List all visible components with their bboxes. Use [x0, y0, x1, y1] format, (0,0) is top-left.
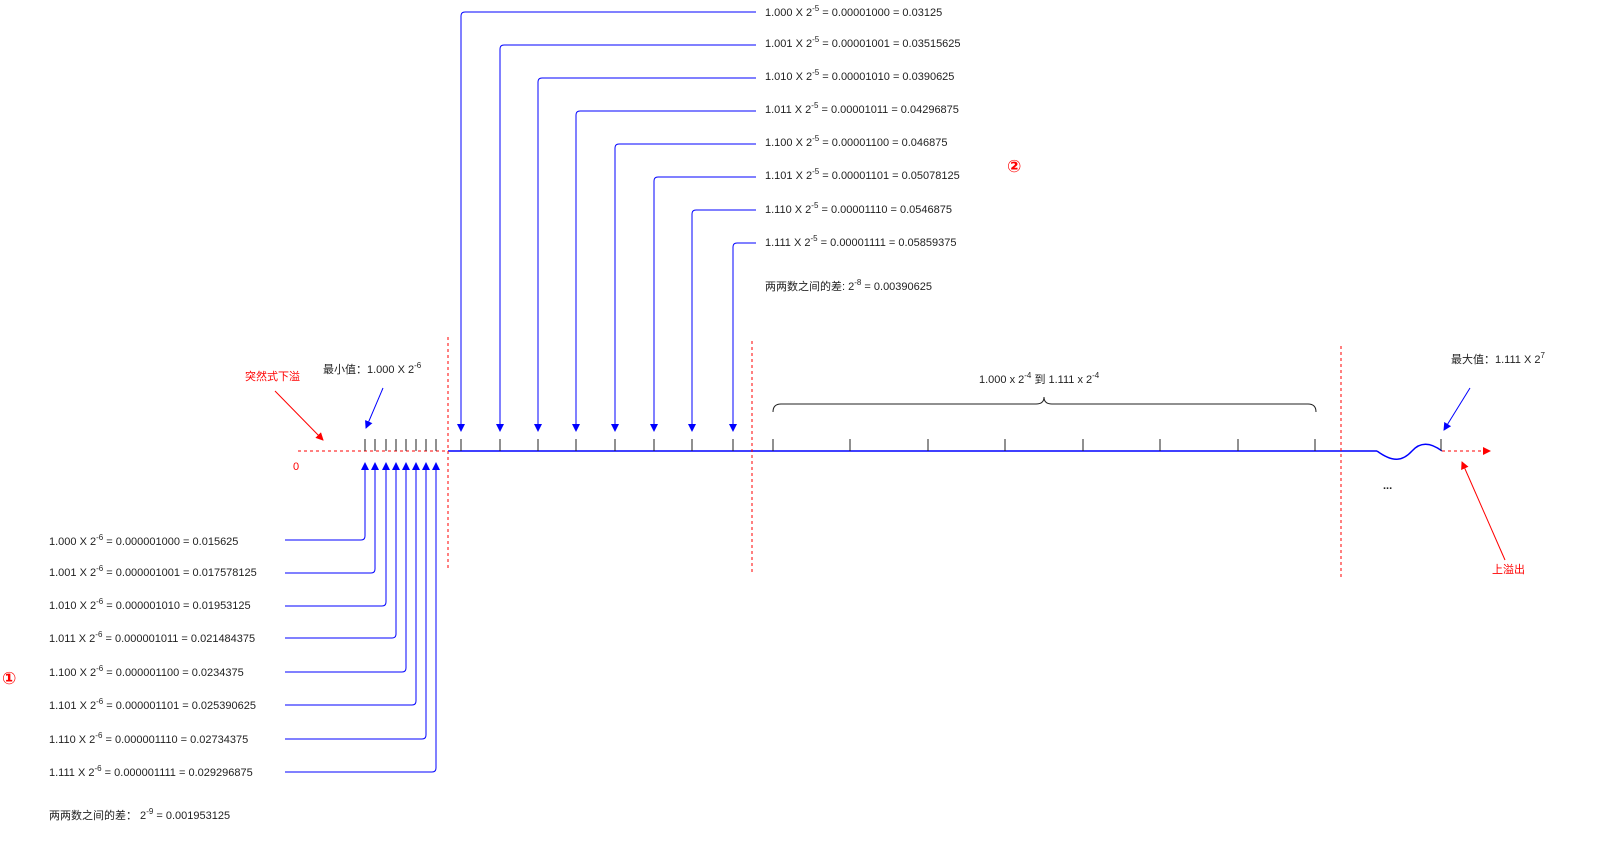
group1-entry: 1.110 X 2-6 = 0.000001110 = 0.02734375 [49, 731, 248, 746]
connector [285, 462, 400, 639]
group2-entry: 1.010 X 2-5 = 0.00001010 = 0.0390625 [765, 68, 954, 83]
group2-entry: 1.001 X 2-5 = 0.00001001 = 0.03515625 [765, 35, 961, 50]
connector [650, 176, 756, 432]
group1-entry: 1.000 X 2-6 = 0.000001000 = 0.015625 [49, 533, 238, 548]
overflow-label: 上溢出 [1492, 562, 1525, 576]
overflow-pointer-arrow [1461, 461, 1506, 561]
group2-entry: 1.101 X 2-5 = 0.00001101 = 0.05078125 [765, 167, 960, 182]
group2-entry: 1.110 X 2-5 = 0.00001110 = 0.0546875 [765, 201, 952, 216]
max-value-label: 最大值：1.111 X 27 [1451, 351, 1545, 366]
range-text-a: 1.000 x 2 [979, 374, 1024, 386]
group1-connectors [285, 462, 440, 773]
zero-label: 0 [293, 461, 299, 473]
group1-entry: 1.010 X 2-6 = 0.000001010 = 0.01953125 [49, 597, 251, 612]
max-value-exponent: 7 [1540, 351, 1545, 360]
group1-labels: 1.000 X 2-6 = 0.000001000 = 0.015625 1.0… [49, 533, 257, 822]
connector [285, 462, 440, 773]
range-text-mid: 到 1.111 x 2 [1031, 373, 1092, 386]
ticks-group-1 [364, 439, 437, 451]
group2-entry: 1.000 X 2-5 = 0.00001000 = 0.03125 [765, 4, 942, 19]
group1-entry: 1.011 X 2-6 = 0.000001011 = 0.021484375 [49, 630, 255, 645]
connector [285, 462, 430, 740]
group1-diff: 两两数之间的差： 2-9 = 0.001953125 [49, 807, 230, 822]
min-value-label: 最小值：1.000 X 2-6 [323, 361, 422, 376]
group1-entry: 1.100 X 2-6 = 0.000001100 = 0.0234375 [49, 664, 244, 679]
connector [534, 77, 756, 432]
group2-labels: 1.000 X 2-5 = 0.00001000 = 0.03125 1.001… [765, 4, 961, 293]
connector [496, 44, 756, 432]
connector [729, 242, 756, 432]
underflow-label: 突然式下溢 [245, 369, 300, 383]
underflow-pointer-arrow [274, 390, 324, 441]
ticks-group-2 [460, 439, 734, 451]
group2-entry: 1.111 X 2-5 = 0.00001111 = 0.05859375 [765, 234, 956, 249]
connector [457, 11, 756, 432]
connector [285, 462, 410, 673]
group1-entry: 1.101 X 2-6 = 0.000001101 = 0.025390625 [49, 697, 256, 712]
group1-entry: 1.001 X 2-6 = 0.000001001 = 0.017578125 [49, 564, 257, 579]
group2-entry: 1.100 X 2-5 = 0.00001100 = 0.046875 [765, 134, 948, 149]
marker-1-label: ① [2, 669, 16, 688]
connector [572, 110, 756, 432]
range-exponent-a: -4 [1024, 371, 1032, 380]
ellipsis-label: ... [1383, 480, 1392, 492]
range-curly-brace [772, 396, 1317, 413]
connector [285, 462, 390, 607]
group1-entry: 1.111 X 2-6 = 0.000001111 = 0.029296875 [49, 764, 253, 779]
connector [285, 462, 420, 706]
ticks-group-3 [772, 439, 1442, 451]
range-label: 1.000 x 2-4 到 1.111 x 2-4 [979, 371, 1100, 386]
min-value-text: 最小值：1.000 X 2 [323, 363, 414, 376]
group2-entry: 1.011 X 2-5 = 0.00001011 = 0.04296875 [765, 101, 959, 116]
min-value-exponent: -6 [414, 361, 422, 370]
connector [285, 462, 379, 574]
max-value-text: 最大值：1.111 X 2 [1451, 352, 1540, 366]
marker-2-label: ② [1007, 157, 1021, 176]
min-value-pointer-arrow [365, 387, 384, 429]
axis-break-wave [1376, 443, 1443, 460]
range-exponent-b: -4 [1092, 371, 1100, 380]
connector [611, 143, 756, 432]
connector [688, 209, 756, 432]
group2-diff: 两两数之间的差: 2-8 = 0.00390625 [765, 278, 932, 293]
group2-connectors [457, 11, 756, 432]
max-value-pointer-arrow [1443, 387, 1471, 431]
connector [285, 462, 369, 541]
